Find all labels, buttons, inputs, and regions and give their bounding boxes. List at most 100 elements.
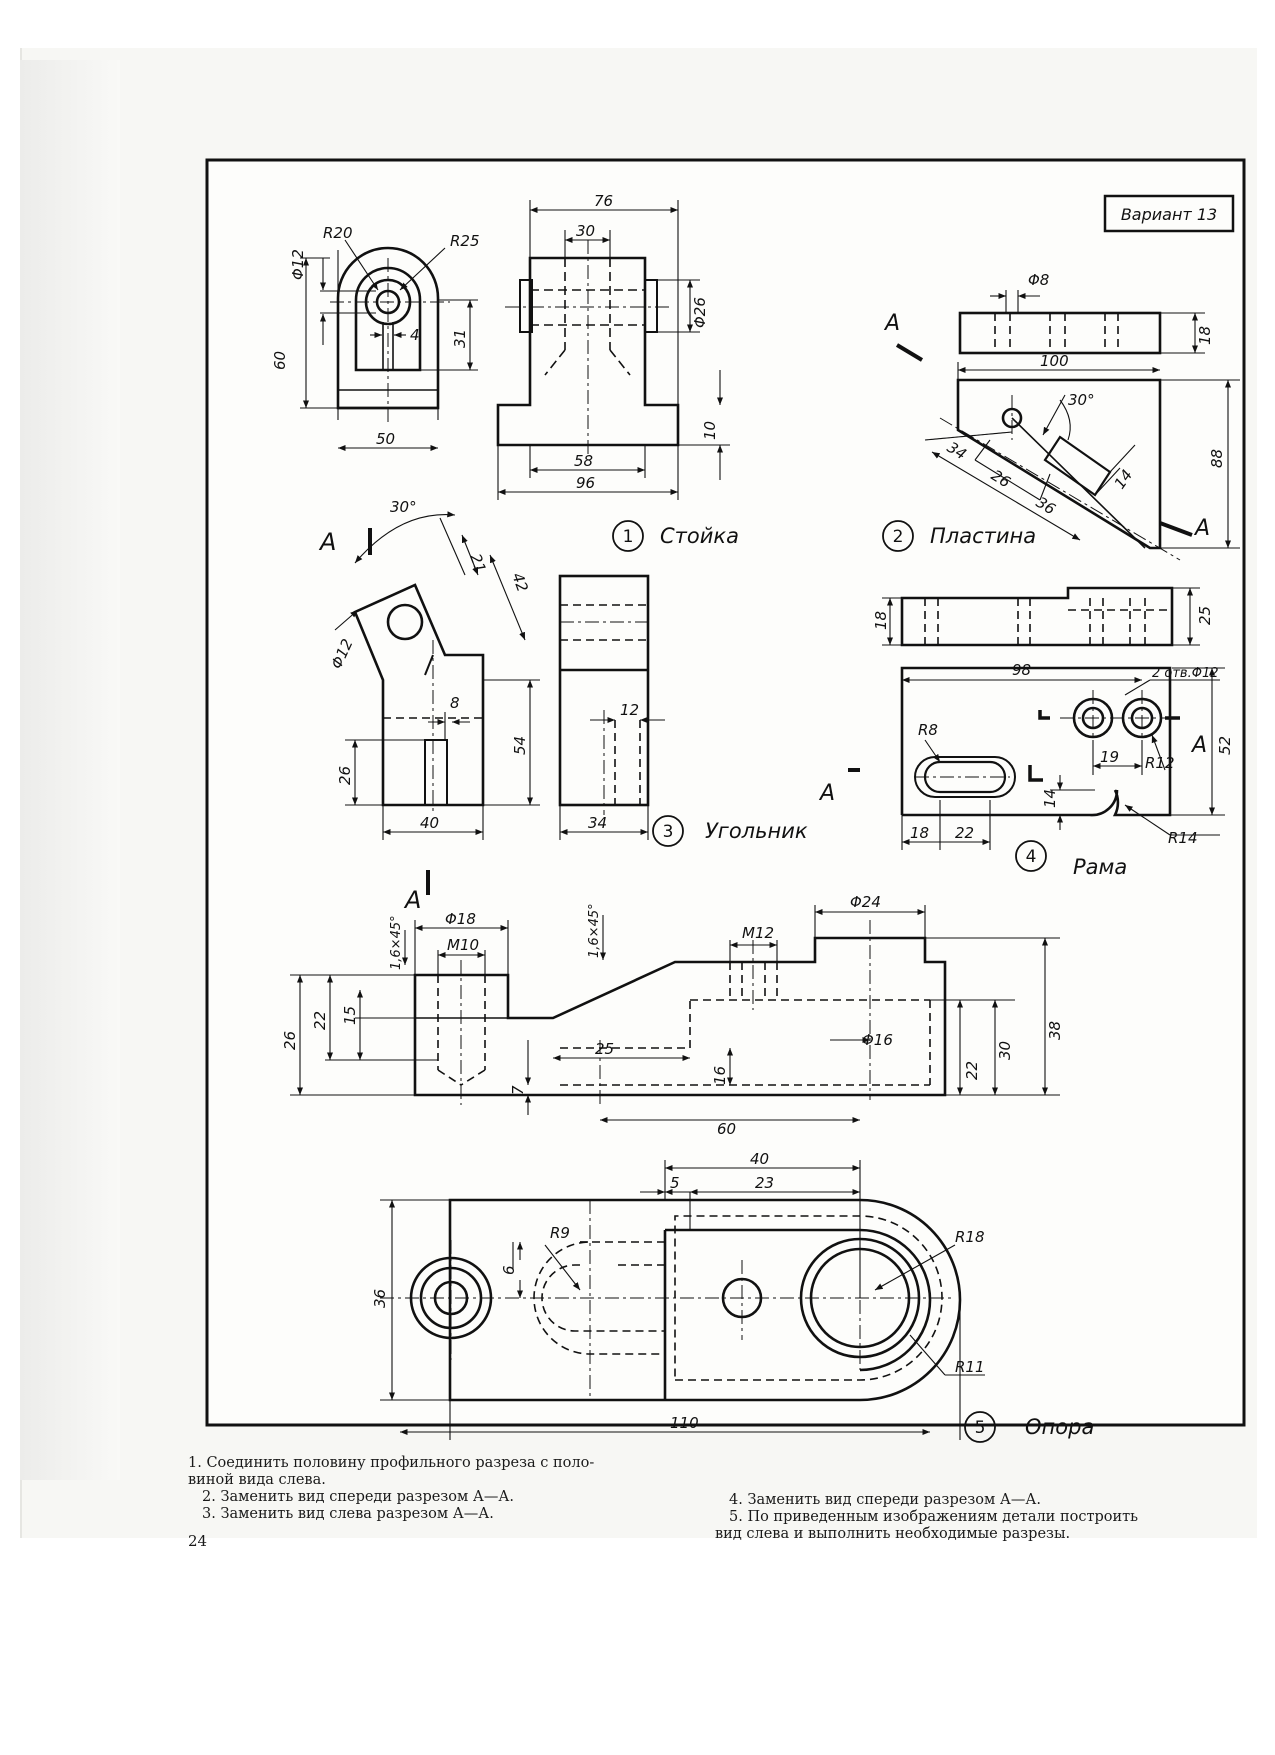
dim-d8: Φ8: [1028, 271, 1049, 289]
dim-40: 40: [750, 1150, 769, 1168]
note-5-line-1: 5. По приведенным изображениям детали по…: [729, 1509, 1139, 1525]
dim-r25: R25: [450, 232, 480, 250]
part-5-caption: 5 Опора: [964, 1411, 1094, 1443]
dim-chamfer-2: 1,6×45°: [587, 903, 602, 958]
section-a-label: A: [1193, 516, 1210, 541]
part-3-name: Угольник: [705, 819, 808, 843]
dim-40: 40: [420, 814, 439, 832]
dim-58: 58: [574, 452, 593, 470]
dim-26: 26: [336, 766, 354, 785]
dim-holes: 2 отв.Φ12: [1152, 666, 1219, 681]
dim-76: 76: [594, 192, 613, 210]
dim-22: 22: [311, 1011, 329, 1030]
section-a-label: A: [1190, 733, 1207, 758]
dim-7: 7: [509, 1085, 527, 1095]
dim-36: 36: [371, 1289, 389, 1308]
dim-22b: 22: [963, 1061, 981, 1080]
dim-100: 100: [1040, 352, 1069, 370]
dim-r14: R14: [1168, 829, 1198, 847]
dim-22: 22: [955, 824, 974, 842]
part-1-dimension-lines: [300, 200, 730, 500]
part-4-name: Рама: [1073, 855, 1127, 879]
section-a-label: A: [318, 528, 336, 556]
dim-m12: M12: [742, 924, 774, 942]
dim-14: 14: [1041, 789, 1059, 808]
dim-r18: R18: [955, 1228, 985, 1246]
part-5-front-dimension-labels: Φ18 M10 1,6×45° 1,6×45° M12 Φ24 26 22 15…: [281, 893, 1064, 1138]
dim-d16: Φ16: [862, 1031, 893, 1049]
dim-110: 110: [670, 1414, 699, 1432]
part-5-name: Опора: [1025, 1415, 1094, 1439]
dim-98: 98: [1012, 661, 1031, 679]
dim-38: 38: [1046, 1021, 1064, 1040]
dim-10: 10: [701, 421, 719, 440]
section-a-label: A: [818, 781, 835, 806]
variant-box: Вариант 13: [1103, 194, 1235, 233]
page-number: 24: [188, 1532, 208, 1550]
note-5-line-2: вид слева и выполнить необходимые разрез…: [715, 1526, 1071, 1542]
part-3-drawing: [353, 528, 650, 895]
task-notes-right: 4. Заменить вид спереди разрезом А—А. 5.…: [715, 1492, 1185, 1543]
dim-19: 19: [1100, 748, 1119, 766]
dim-d18: Φ18: [445, 910, 476, 928]
part-4-caption: 4 Рама: [1015, 840, 1127, 879]
note-2: 2. Заменить вид спереди разрезом А—А.: [202, 1489, 514, 1505]
part-1-number: 1: [623, 527, 634, 547]
part-2-name: Пластина: [930, 524, 1036, 548]
part-4-dimension-labels: 18 25 98 2 отв.Φ12 R8 19 R12 14 52 18 22…: [818, 606, 1234, 847]
dim-12: 12: [620, 701, 639, 719]
dim-30: 30: [996, 1041, 1014, 1060]
drawing-frame: [205, 158, 1246, 1427]
part-1-caption: 1 Стойка: [612, 520, 739, 552]
dim-18: 18: [1196, 326, 1214, 345]
part-1-name: Стойка: [660, 524, 739, 548]
note-4: 4. Заменить вид спереди разрезом А—А.: [729, 1492, 1041, 1508]
part-2-caption: 2 Пластина: [882, 520, 1036, 552]
dim-52: 52: [1216, 736, 1234, 755]
dim-96: 96: [576, 474, 595, 492]
task-notes-left: 1. Соединить половину профильного разрез…: [188, 1455, 668, 1523]
dim-26: 26: [281, 1031, 299, 1050]
dim-r9: R9: [550, 1224, 570, 1242]
part-1-dimension-labels: R20 R25 Φ12 4 60 31 50 76 30 Φ26 10 58 9…: [271, 192, 719, 492]
dim-4: 4: [410, 326, 420, 344]
note-3: 3. Заменить вид слева разрезом А—А.: [202, 1506, 494, 1522]
part-5-number: 5: [975, 1418, 986, 1438]
dim-21: 21: [466, 551, 489, 575]
dim-25: 25: [1196, 606, 1214, 625]
dim-60: 60: [271, 351, 289, 370]
part-3-number: 3: [663, 822, 674, 842]
dim-d24: Φ24: [850, 893, 881, 911]
dim-30deg: 30°: [1068, 391, 1095, 409]
dim-18: 18: [872, 611, 890, 630]
part-5-top-dimension-lines: [380, 1160, 985, 1440]
dim-6: 6: [500, 1265, 518, 1275]
section-a-label: A: [883, 311, 900, 336]
dim-d26: Φ26: [691, 297, 709, 328]
dim-30deg: 30°: [390, 498, 417, 516]
section-a-label: A: [403, 886, 421, 914]
dim-15: 15: [341, 1006, 359, 1025]
variant-label: Вариант 13: [1121, 205, 1217, 224]
dim-25: 25: [595, 1040, 614, 1058]
part-1-drawing: [330, 240, 680, 455]
dim-30: 30: [576, 222, 595, 240]
dim-5: 5: [670, 1174, 680, 1192]
page-fold-shadow: [20, 60, 120, 1480]
dim-16: 16: [711, 1066, 729, 1085]
dim-23: 23: [755, 1174, 774, 1192]
part-4-number: 4: [1026, 847, 1037, 867]
dim-d12: Φ12: [289, 249, 307, 280]
note-1-line-1: 1. Соединить половину профильного разрез…: [188, 1455, 595, 1471]
dim-18b: 18: [910, 824, 929, 842]
part-3-caption: 3 Угольник: [652, 815, 808, 847]
dim-54: 54: [511, 736, 529, 755]
note-1-line-2: виной вида слева.: [188, 1472, 326, 1488]
dim-r20: R20: [323, 224, 353, 242]
dim-42: 42: [508, 570, 531, 594]
dim-r12: R12: [1145, 754, 1175, 772]
part-3-dimension-lines: [334, 511, 665, 840]
dim-8: 8: [450, 694, 460, 712]
dim-60: 60: [717, 1120, 736, 1138]
